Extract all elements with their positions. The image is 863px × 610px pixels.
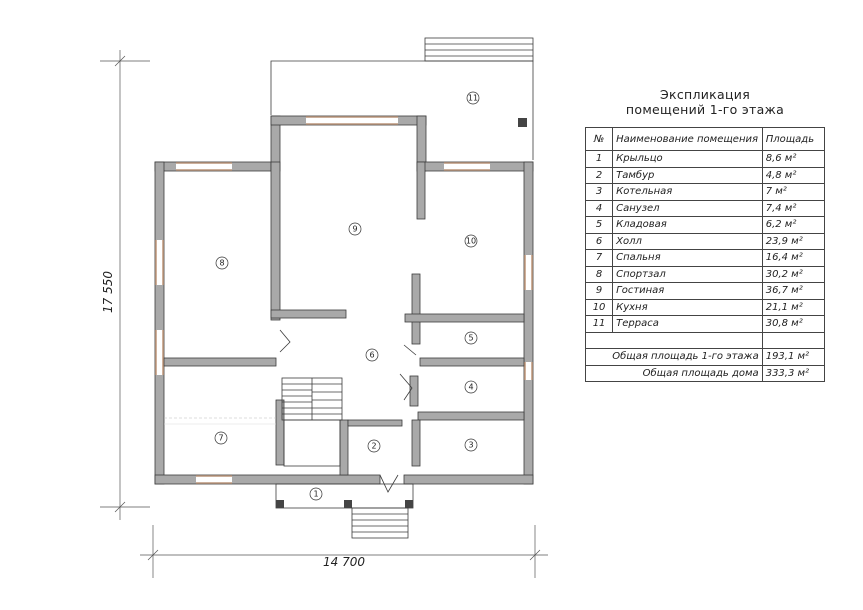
svg-text:9: 9 [352, 225, 357, 234]
room-area-cell: 7 м² [761, 183, 826, 201]
room-area-cell: 21,1 м² [761, 298, 826, 316]
room-area-cell: 30,8 м² [761, 315, 826, 333]
room-num-cell: 3 [584, 183, 614, 201]
explication-panel: Экспликация помещений 1-го этажа № Наиме… [584, 87, 826, 382]
room-num-cell: 2 [584, 166, 614, 184]
svg-text:7: 7 [218, 434, 223, 443]
room-7-label: 7 [214, 431, 228, 445]
header-num: № [584, 127, 614, 151]
dimension-lines [100, 50, 548, 578]
room-area-cell: 23,9 м² [761, 232, 826, 250]
svg-text:1: 1 [313, 490, 318, 499]
room-labels: 1 2 3 4 5 6 7 8 9 10 11 [214, 91, 480, 501]
room-num-cell: 7 [584, 249, 614, 267]
room-area-cell: 36,7 м² [761, 282, 826, 300]
explication-title-line1: Экспликация [659, 87, 751, 102]
room-name-cell: Кухня [612, 298, 763, 316]
room-num-cell: 1 [584, 150, 614, 168]
room-num-cell: 11 [584, 315, 614, 333]
svg-text:2: 2 [371, 442, 376, 451]
room-9-label: 9 [348, 222, 362, 236]
room-name-cell: Гостиная [612, 282, 763, 300]
svg-text:8: 8 [219, 259, 224, 268]
room-11-label: 11 [466, 91, 480, 105]
terrace-outline [270, 37, 534, 160]
room-name-cell: Холл [612, 232, 763, 250]
table-spacer-row [585, 331, 826, 349]
room-8-label: 8 [215, 256, 229, 270]
room-name-cell: Спортзал [612, 265, 763, 283]
room-area-cell: 6,2 м² [761, 216, 826, 234]
room-area-cell: 30,2 м² [761, 265, 826, 283]
total-floor-row: Общая площадь 1-го этажа 193,1 м² [585, 348, 826, 366]
room-name-cell: Котельная [612, 183, 763, 201]
total-floor-value: 193,1 м² [761, 348, 826, 366]
room-name-cell: Крыльцо [612, 150, 763, 168]
room-num-cell: 10 [584, 298, 614, 316]
room-4-label: 4 [464, 380, 478, 394]
header-name: Наименование помещения [612, 127, 763, 151]
room-5-label: 5 [464, 331, 478, 345]
svg-text:10: 10 [466, 237, 476, 246]
room-name-cell: Тамбур [612, 166, 763, 184]
total-house-value: 333,3 м² [761, 364, 826, 382]
table-header-row: № Наименование помещения Площадь [584, 127, 826, 151]
svg-text:5: 5 [468, 334, 473, 343]
svg-text:3: 3 [468, 441, 473, 450]
total-house-label: Общая площадь дома [585, 364, 763, 382]
room-6-label: 6 [365, 348, 379, 362]
room-3-label: 3 [464, 438, 478, 452]
inner-walls [163, 161, 525, 493]
room-num-cell: 8 [584, 265, 614, 283]
svg-text:4: 4 [468, 383, 473, 392]
room-name-cell: Санузел [612, 199, 763, 217]
svg-text:11: 11 [468, 94, 478, 103]
room-1-label: 1 [309, 487, 323, 501]
room-num-cell: 6 [584, 232, 614, 250]
room-area-cell: 4,8 м² [761, 166, 826, 184]
room-num-cell: 4 [584, 199, 614, 217]
room-10-label: 10 [464, 234, 478, 248]
room-area-cell: 7,4 м² [761, 199, 826, 217]
room-2-label: 2 [367, 439, 381, 453]
explication-title-line2: помещений 1-го этажа [625, 102, 785, 117]
window-openings [157, 118, 531, 482]
porch [275, 483, 414, 539]
svg-text:6: 6 [369, 351, 374, 360]
room-num-cell: 5 [584, 216, 614, 234]
total-house-row: Общая площадь дома 333,3 м² [585, 364, 826, 382]
total-floor-label: Общая площадь 1-го этажа [585, 348, 763, 366]
width-dimension-text: 14 700 [323, 555, 365, 569]
room-name-cell: Кладовая [612, 216, 763, 234]
room-name-cell: Терраса [612, 315, 763, 333]
room-name-cell: Спальня [612, 249, 763, 267]
room-area-cell: 16,4 м² [761, 249, 826, 267]
room-num-cell: 9 [584, 282, 614, 300]
windows [155, 116, 533, 484]
height-dimension-text: 17 550 [101, 271, 115, 313]
room-area-cell: 8,6 м² [761, 150, 826, 168]
outer-walls [154, 115, 534, 485]
header-area: Площадь [761, 127, 826, 151]
